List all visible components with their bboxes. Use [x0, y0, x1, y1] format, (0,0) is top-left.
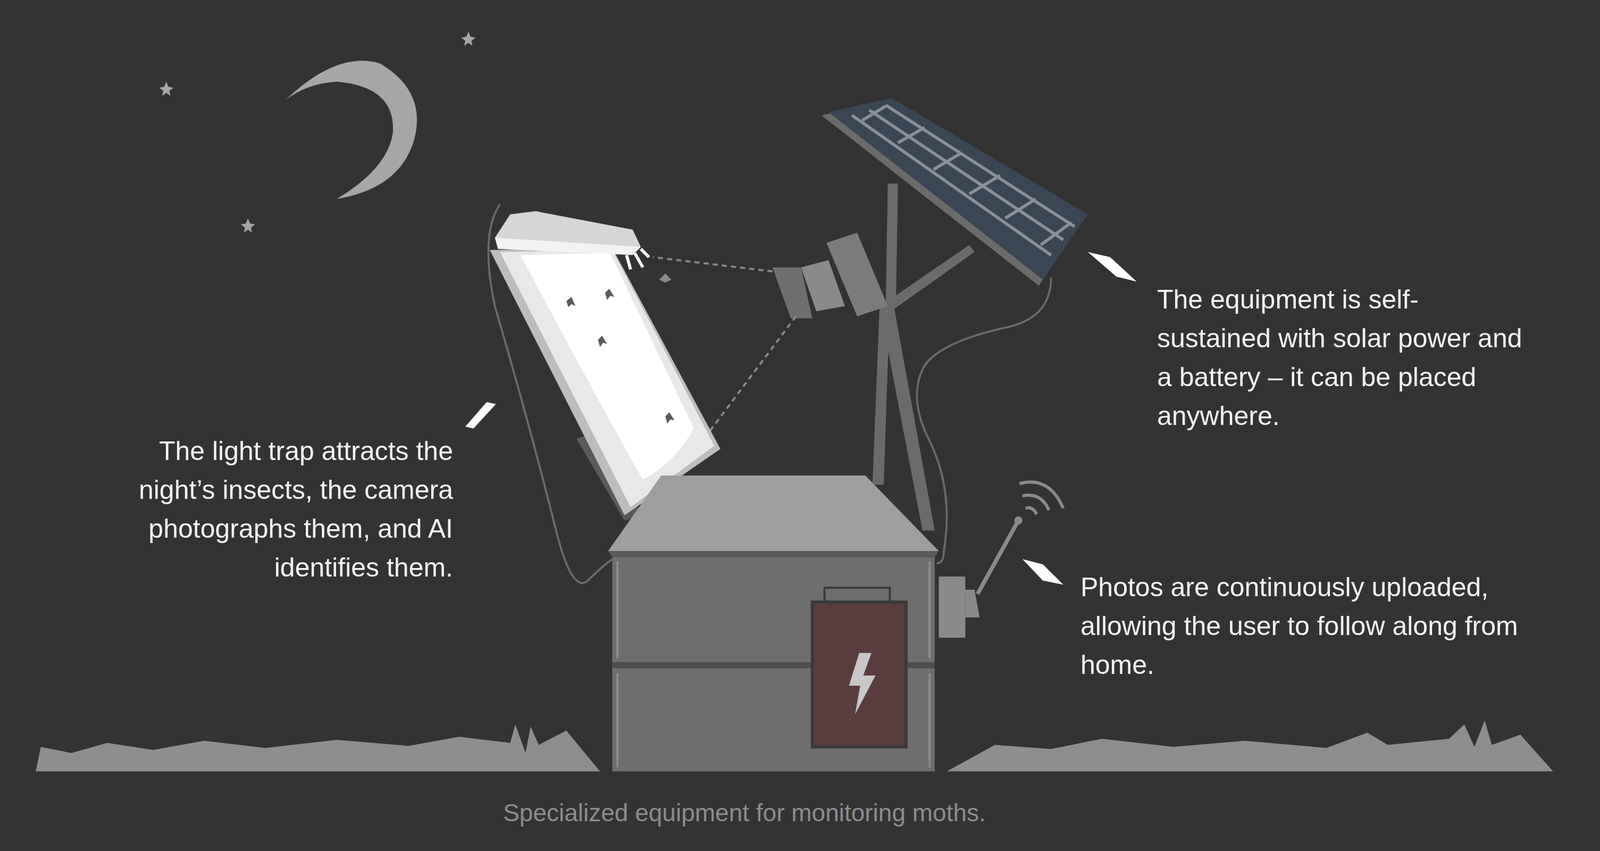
box-trim [617, 560, 930, 768]
camera-hood [772, 267, 813, 319]
antenna [977, 522, 1018, 594]
caption: Specialized equipment for monitoring mot… [0, 797, 1489, 828]
pointer [465, 401, 497, 429]
light-trap-frame [489, 247, 721, 516]
box-body [612, 556, 935, 772]
moon [285, 60, 417, 199]
pointer [1022, 558, 1064, 585]
moths [566, 273, 675, 424]
signal-waves [1019, 481, 1064, 515]
camera-view-line [704, 316, 797, 439]
antenna-tip [1014, 516, 1023, 525]
trap-lamp-edge [495, 237, 641, 256]
box-lid-edge [608, 550, 940, 558]
light-trap-sheet [499, 249, 715, 507]
pointer [1087, 252, 1137, 282]
modem-plug [965, 589, 980, 618]
grass-left [35, 724, 600, 772]
camera-view-line [652, 256, 773, 272]
callout-text: The light trap attracts the night’s inse… [79, 431, 454, 588]
stand-pole [879, 306, 935, 531]
callout-text: Photos are continuously uploaded, allowi… [1080, 567, 1538, 685]
battery [812, 601, 907, 747]
light-glow [520, 253, 694, 480]
grass-right [947, 719, 1554, 772]
solar-panel [828, 97, 1088, 280]
battery-bolt [849, 652, 876, 715]
panel-post [885, 183, 899, 306]
box-lid [608, 475, 940, 551]
modem [938, 576, 966, 638]
wire [916, 277, 1051, 564]
panel-brace [888, 244, 975, 309]
callout-text: The equipment is self-sustained with sol… [1157, 280, 1530, 436]
stars [158, 31, 476, 233]
light-rays [626, 248, 649, 270]
solar-cells [851, 105, 1075, 256]
